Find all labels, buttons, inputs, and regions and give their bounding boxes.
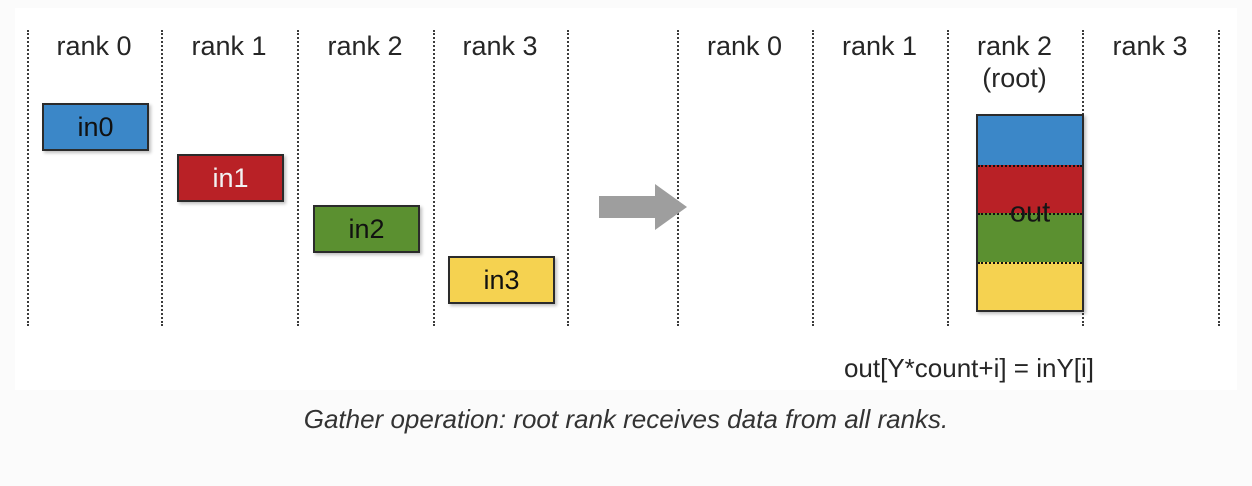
input-box-in1-label: in1 (212, 162, 249, 193)
input-box-in2: in2 (313, 205, 420, 253)
divider-right-0 (677, 30, 679, 326)
rank-label-right-3: rank 3 (1112, 31, 1188, 61)
output-segment-2 (978, 213, 1082, 262)
input-box-in0: in0 (42, 103, 149, 151)
divider-left-1 (161, 30, 163, 326)
input-box-in2-label: in2 (348, 213, 385, 244)
rank-label-left-0: rank 0 (56, 31, 132, 61)
divider-right-2 (947, 30, 949, 326)
input-box-in3-label: in3 (483, 264, 520, 295)
rank-label-left-1: rank 1 (191, 31, 267, 61)
output-stack-out: out (976, 114, 1084, 312)
divider-left-4 (567, 30, 569, 326)
rank-label-left-3: rank 3 (462, 31, 538, 61)
divider-left-3 (433, 30, 435, 326)
divider-right-1 (812, 30, 814, 326)
divider-left-2 (297, 30, 299, 326)
input-box-in1: in1 (177, 154, 284, 202)
diagram-caption: Gather operation: root rank receives dat… (303, 404, 949, 434)
output-segment-3 (978, 261, 1082, 310)
output-segment-0 (978, 116, 1082, 165)
divider-left-0 (27, 30, 29, 326)
diagram-panel: rank 0 rank 1 rank 2 rank 3 rank 0 rank … (15, 8, 1237, 390)
input-box-in3: in3 (448, 256, 555, 304)
rank-label-right-1: rank 1 (841, 31, 918, 61)
output-segment-1 (978, 164, 1082, 213)
divider-right-4 (1218, 30, 1220, 326)
formula-text: out[Y*count+i] = inY[i] (843, 353, 1095, 383)
rank-label-right-2: rank 2 (root) (976, 31, 1053, 93)
rank-label-left-2: rank 2 (327, 31, 403, 61)
right-arrow-icon (599, 184, 687, 230)
input-box-in0-label: in0 (77, 111, 114, 142)
rank-label-right-0: rank 0 (706, 31, 783, 61)
